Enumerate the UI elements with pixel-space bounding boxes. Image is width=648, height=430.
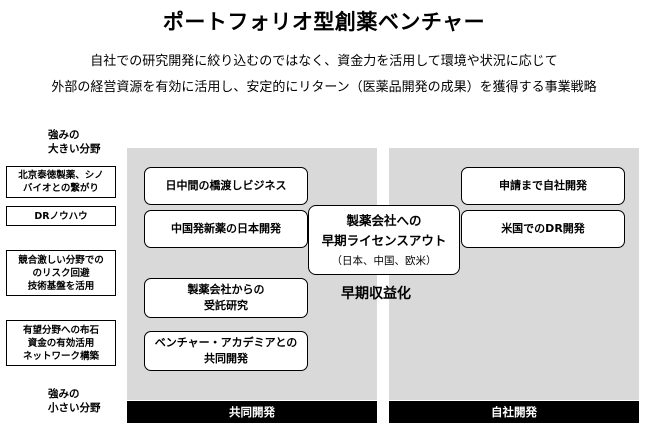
joint-item-china-drug-japan: 中国発新薬の日本開発: [144, 210, 308, 248]
joint-dev-bar: 共同開発: [127, 401, 377, 423]
early-license-out-box: 製薬会社への 早期ライセンスアウト （日本、中国、欧米）: [308, 205, 460, 275]
early-profit-label: 早期収益化: [341, 286, 411, 302]
joint-item-co-development: ベンチャー・アカデミアとの 共同開発: [144, 331, 308, 371]
joint-item-4-line-1: ベンチャー・アカデミアとの: [154, 336, 298, 349]
strength-1-line-1: 北京泰徳製薬、シノ: [18, 170, 104, 181]
own-item-us-dr-dev: 米国でのDR開発: [461, 210, 625, 248]
own-item-1-line-1: 申請まで自社開発: [499, 179, 587, 192]
strength-4-line-1: 有望分野への布石: [22, 324, 99, 336]
own-dev-bar: 自社開発: [389, 401, 639, 423]
strength-3-line-3: 技術基盤を活用: [27, 280, 95, 292]
strength-box-4: 有望分野への布石 資金の有効活用 ネットワーク構築: [6, 320, 116, 366]
center-note: （日本、中国、欧米）: [331, 255, 437, 267]
own-item-2-line-1: 米国でのDR開発: [501, 222, 585, 235]
joint-item-3-line-2: 受託研究: [204, 299, 248, 312]
center-line-1: 製薬会社への: [346, 213, 422, 228]
joint-item-3-line-1: 製薬会社からの: [187, 283, 265, 296]
axis-bottom-line-2: 小さい分野: [48, 402, 101, 414]
subtitle-line-1: 自社での研究開発に絞り込むのではなく、資金力を活用して環境や状況に応じて: [90, 54, 558, 69]
joint-item-2-line-1: 中国発新薬の日本開発: [171, 222, 281, 235]
joint-item-contract-research: 製薬会社からの 受託研究: [144, 278, 308, 318]
strength-box-1: 北京泰徳製薬、シノ バイオとの繋がり: [6, 166, 116, 198]
strength-4-line-2: 資金の有効活用: [27, 337, 95, 349]
joint-item-1-line-1: 日中間の橋渡しビジネス: [165, 179, 287, 192]
axis-bottom-line-1: 強みの: [48, 388, 80, 400]
strength-1-line-2: バイオとの繋がり: [23, 183, 99, 194]
joint-item-4-line-2: 共同開発: [204, 352, 248, 365]
subtitle-line-2: 外部の経営資源を有効に活用し、安定的にリターン（医薬品開発の成果）を獲得する事業…: [51, 80, 597, 95]
axis-top-line-1: 強みの: [48, 129, 80, 141]
joint-item-bridge-business: 日中間の橋渡しビジネス: [144, 167, 308, 205]
axis-top-line-2: 大きい分野: [48, 143, 101, 155]
axis-top-label: 強みの 大きい分野: [48, 128, 101, 156]
strength-box-2: DRノウハウ: [6, 206, 116, 226]
strength-3-line-2: のリスク回避: [32, 267, 90, 279]
own-item-self-dev-to-filing: 申請まで自社開発: [461, 167, 625, 205]
center-line-2: 早期ライセンスアウト: [321, 233, 447, 248]
axis-bottom-label: 強みの 小さい分野: [48, 387, 101, 415]
strength-4-line-3: ネットワーク構築: [22, 350, 99, 362]
page-title: ポートフォリオ型創薬ベンチャー: [162, 10, 486, 34]
strength-3-line-1: 競合激しい分野での: [18, 254, 104, 266]
strength-box-3: 競合激しい分野での のリスク回避 技術基盤を活用: [6, 250, 116, 296]
strength-2-line-1: DRノウハウ: [34, 210, 88, 222]
